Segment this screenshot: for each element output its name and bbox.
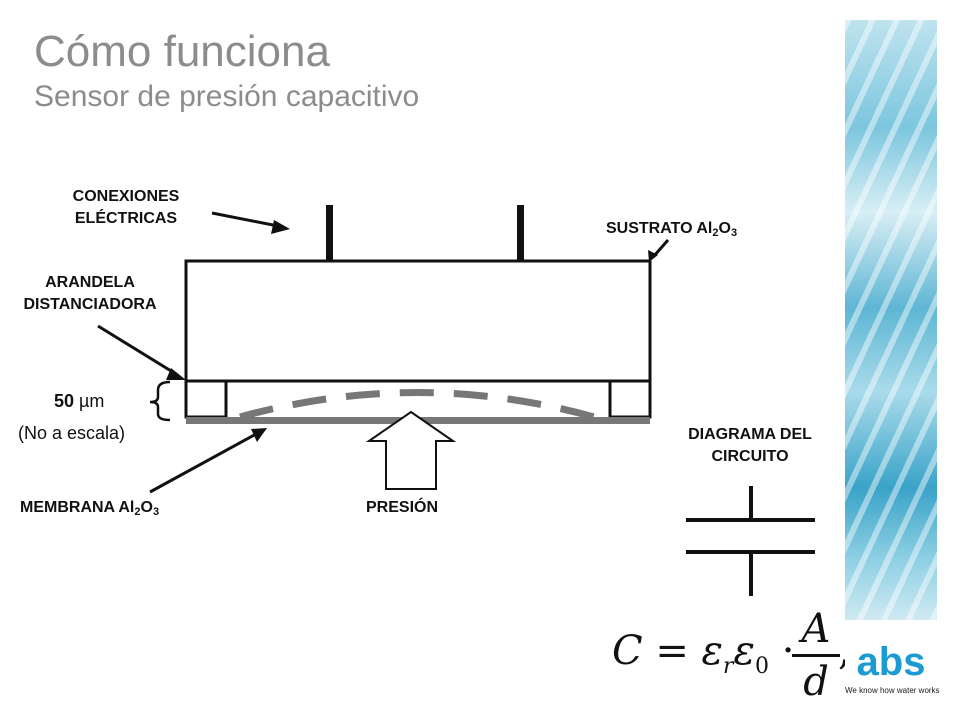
membrane-arrowhead: [251, 428, 267, 442]
connection-pin-right: [517, 205, 524, 261]
capacitance-formula: C = εrε0 · A d ,: [612, 606, 851, 706]
label-substrate: SUSTRATO Al2O3: [606, 220, 738, 239]
spacer-right: [608, 379, 652, 419]
spacer-left: [184, 379, 228, 419]
water-image-band: [845, 20, 937, 620]
formula-fraction: A d: [792, 606, 840, 705]
gap-brace: [149, 380, 171, 422]
label-electrical-connections: CONEXIONES ELÉCTRICAS: [72, 188, 180, 227]
substrate-body: [184, 259, 652, 383]
label-circuit-diagram: DIAGRAMA DEL CIRCUITO: [688, 426, 812, 465]
spacer-arrowhead: [166, 368, 186, 380]
spacer-leader: [97, 324, 177, 376]
connections-arrowhead: [271, 220, 290, 234]
abs-logo: abs We know how water works: [845, 628, 940, 712]
label-pressure: PRESIÓN: [366, 499, 439, 516]
page-subtitle: Sensor de presión capacitivo: [34, 80, 420, 113]
abs-logo-tagline: We know how water works: [845, 686, 940, 695]
capacitor-symbol: [686, 486, 815, 596]
label-gap: 50 µm: [54, 391, 105, 411]
abs-logo-mark: abs: [856, 640, 926, 684]
label-spacer-washer: ARANDELA DISTANCIADORA: [23, 274, 157, 313]
substrate-arrowhead: [648, 250, 658, 262]
label-membrane: MEMBRANA Al2O3: [20, 499, 160, 518]
page-title: Cómo funciona: [34, 27, 330, 76]
pressure-arrow: [365, 410, 457, 490]
substrate-leader: [652, 239, 670, 257]
label-not-to-scale: (No a escala): [18, 423, 126, 443]
connections-leader: [211, 211, 279, 228]
connection-pin-left: [326, 205, 333, 261]
membrane-deflection-curve: [239, 389, 595, 421]
membrane-leader: [149, 432, 257, 494]
